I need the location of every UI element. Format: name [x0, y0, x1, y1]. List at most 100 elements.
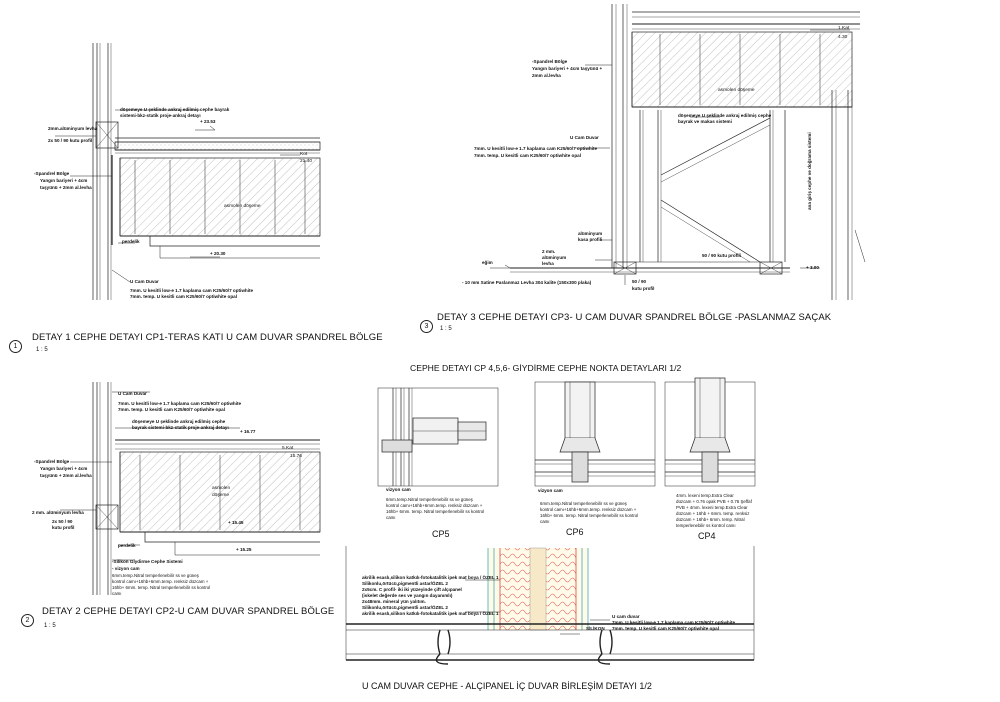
- d1-ucam: U Cam Duvar: [130, 279, 159, 284]
- d2-aluminium: 2 mm. alüminyum levha: [32, 510, 84, 515]
- d2-anchor-2: bayrak sistemi-bkz-statik proje-ankraj d…: [132, 425, 229, 430]
- d2-spandrel-2: Yangın bariyeri + 4cm: [40, 466, 88, 471]
- pj-seal: SİLİKON: [586, 626, 605, 631]
- detail-2-number: 2: [21, 614, 34, 627]
- cp6-spec-2: kontrol camı+16hb+6mm.temp. renksiz düzc…: [540, 507, 637, 512]
- detail-2-title: DETAY 2 CEPHE DETAYI CP2-U CAM DUVAR SPA…: [42, 606, 335, 617]
- d3-box2-a: 50 / 90: [632, 279, 647, 284]
- d1-curtain: perdelik: [122, 239, 140, 244]
- d3-alu-2: alüminyum: [542, 255, 567, 260]
- d2-vision: - vizyon cam: [112, 566, 140, 571]
- d3-glass-1: 7mm. U kesitli low-e 1.7 kaplama cam K25…: [474, 146, 598, 151]
- d2-level-b: 5.Kat: [282, 446, 294, 451]
- pj-note-5: 2x48mm. mineral yün yalıtım.: [362, 599, 426, 604]
- cp4-label: CP4: [698, 531, 716, 541]
- d2-anchor: döşemeye U şeklinde ankraj edilmiş cephe: [132, 419, 226, 424]
- d3-vertical-system: ana giriş cephe ve doğrama sistemi: [807, 132, 812, 210]
- d2-profile-2: kutu profil: [52, 525, 75, 530]
- cp5-spec-1: 6mm.temp.Nitral temperlenebilir ss ve gü…: [386, 497, 473, 502]
- d3-anchor-2: bayrak ve makas sistemi: [678, 119, 732, 124]
- cp4-spec-5: düzcam + 16hb+ 6mm. temp. Nitral: [676, 517, 745, 522]
- cp4-spec-3: PVB + 4mm. lexeni temp.Extra Clear: [676, 505, 748, 510]
- d2-glass-1: 7mm. U kesitli low-e 1.7 kaplama cam K25…: [118, 401, 242, 406]
- cp5-spec-4: camı: [386, 515, 396, 520]
- d1-spandrel-1: -Spandrel Bölge: [34, 171, 70, 176]
- d2-glass-spec-4: camı: [112, 591, 122, 596]
- pj-note-4: (iskelet değerde ses ve yangın dayanımlı…: [362, 593, 453, 598]
- pj-note-3: 2x5cm. C profil- iki iki yüzeyinde çift …: [362, 587, 462, 592]
- cp5-label: CP5: [432, 529, 450, 539]
- d2-glass-spec-2: kontrol camı+16hb+6mm.temp. renksiz düzc…: [112, 579, 209, 584]
- d2-spandrel-1: -Spandrel Bölge: [34, 459, 70, 464]
- cp6-label: CP6: [566, 527, 584, 537]
- d3-glass-2: 7mm. temp. U kesitli cam K25/60/7 optiwh…: [474, 153, 581, 158]
- d1-anchor-note-2: sistemi-bkz-statik proje-ankraj detayı: [120, 113, 201, 118]
- pj-glass-1: 7mm. U kesitli low-e 1.7 kaplama cam K25…: [612, 620, 736, 625]
- cp6-spec-1: 6mm.temp.Nitral temperlenebilir ss ve gü…: [540, 501, 627, 506]
- d3-anchor-1: döşemeye U şeklinde ankraj edilmiş cephe: [678, 113, 772, 118]
- cp6-drawing: [534, 381, 656, 487]
- d1-glass-1: 7mm. U kesitli low-e 1.7 kaplama cam K25…: [130, 288, 254, 293]
- d1-kot: Kot: [300, 152, 308, 157]
- cp5-spec-2: kontrol camı+16hb+6mm.temp. renksiz düzc…: [386, 503, 483, 508]
- cp6-spec-3: 16hb+ 6mm. temp. Nitral temperlenebilir …: [540, 513, 639, 518]
- d2-curtain: perdelik: [118, 543, 136, 548]
- detail-2-drawing: [60, 382, 321, 595]
- detail-3-title: DETAY 3 CEPHE DETAYI CP3- U CAM DUVAR SP…: [437, 312, 832, 323]
- d3-alu-3: levha: [542, 261, 554, 266]
- d3-spandrel-2: Yangın bariyeri + 4cm taşyünü +: [532, 66, 603, 71]
- d2-slab-2: döşeme: [212, 493, 230, 498]
- cp6-spec-4: camı: [540, 519, 550, 524]
- d1-level-b: 21.40: [300, 159, 313, 164]
- d3-box: 50 / 90 kutu profili: [702, 253, 742, 258]
- d2-level-e: + 15.25: [236, 547, 252, 552]
- d3-level-b: + 3.00: [806, 265, 819, 270]
- d2-level-a: + 16.77: [240, 429, 256, 434]
- d3-slope: eğim: [482, 260, 493, 265]
- detail-1-number: 1: [9, 340, 22, 353]
- d3-stainless: - 10 mm Satine Paslanmaz Levha 304 kalit…: [462, 280, 592, 285]
- cp5-vision: vizyon cam: [386, 487, 411, 492]
- d1-spandrel-3: taşyünü + 2mm al.levha: [40, 185, 92, 190]
- d3-frame-1: alüminyum: [578, 231, 603, 236]
- d1-anchor-note: döşemeye U şeklinde ankraj edilmiş cephe…: [120, 107, 230, 112]
- pj-note-2: Silikonlu,örtücü,pigmentli astar/ÖZEL 2: [362, 581, 448, 586]
- detail-1-drawing: [55, 43, 321, 300]
- d1-slab-label: asmolen döşeme: [224, 204, 261, 209]
- partition-joint-title: U CAM DUVAR CEPHE - ALÇIPANEL İÇ DUVAR B…: [362, 681, 652, 691]
- d2-ucam: U Cam Duvar: [118, 391, 147, 396]
- d3-spandrel-1: -Spandrel Bölge: [532, 59, 568, 64]
- partition-joint-drawing: [345, 546, 755, 665]
- d2-level-d: + 15.45: [228, 520, 244, 525]
- d1-glass-2: 7mm. temp. U kesitli cam K25/60/7 optiwh…: [130, 294, 237, 299]
- pj-ucam: U cam duvar: [612, 614, 640, 619]
- detail-2-scale: 1 : 5: [44, 623, 56, 629]
- d3-level-a: 4.30: [838, 35, 848, 40]
- pj-note-6: Silikonlu,örtücü,pigmentli astar/ÖZEL 2: [362, 605, 448, 610]
- d2-glass-spec-1: 6mm.temp.Nitral temperlenebilir ss ve gü…: [112, 573, 199, 578]
- d2-level-c: 15.76: [290, 454, 303, 459]
- d3-box2-b: kutu profil: [632, 286, 655, 291]
- d3-alu-1: 2 mm.: [542, 249, 556, 254]
- d1-profile-note: 2x 50 / 90 kutu profil: [48, 138, 93, 143]
- d3-slab: asmolen döşeme: [718, 88, 755, 93]
- detail-1-scale: 1 : 5: [36, 347, 48, 353]
- d1-aluminium-note: 2mm.alüminyum levha: [48, 126, 98, 131]
- cp-detail-title: CEPHE DETAYI CP 4,5,6- GİYDİRME CEPHE NO…: [410, 363, 682, 373]
- cp4-spec-4: düzcam + 16hb + 6mm. temp. renksiz: [676, 511, 750, 516]
- pj-glass-2: 7mm. temp. U kesitli cam K25/60/7 optiwh…: [612, 626, 719, 631]
- cp6-vision: vizyon cam: [538, 488, 563, 493]
- d2-slab-1: asmolen: [212, 486, 231, 491]
- detail-1-title: DETAY 1 CEPHE DETAYI CP1-TERAS KATI U CA…: [32, 332, 383, 343]
- cp5-drawing: [377, 387, 499, 487]
- d2-silicone: -Silikon Giydirme Cephe Sistemi: [112, 559, 183, 564]
- d1-level-a: + 23.53: [200, 119, 216, 124]
- d3-ucam: U Cam Duvar: [570, 135, 599, 140]
- d3-kat: 1.Kat: [838, 26, 850, 31]
- d3-spandrel-3: 2mm al.levha: [532, 73, 561, 78]
- d2-glass-2: 7mm. temp. U kesitli cam K25/60/7 optiwh…: [118, 407, 225, 412]
- d2-profile-1: 2x 50 / 90: [52, 519, 73, 524]
- d1-level-c: + 20.30: [210, 251, 226, 256]
- d1-spandrel-2: Yangın bariyeri + 4cm: [40, 178, 88, 183]
